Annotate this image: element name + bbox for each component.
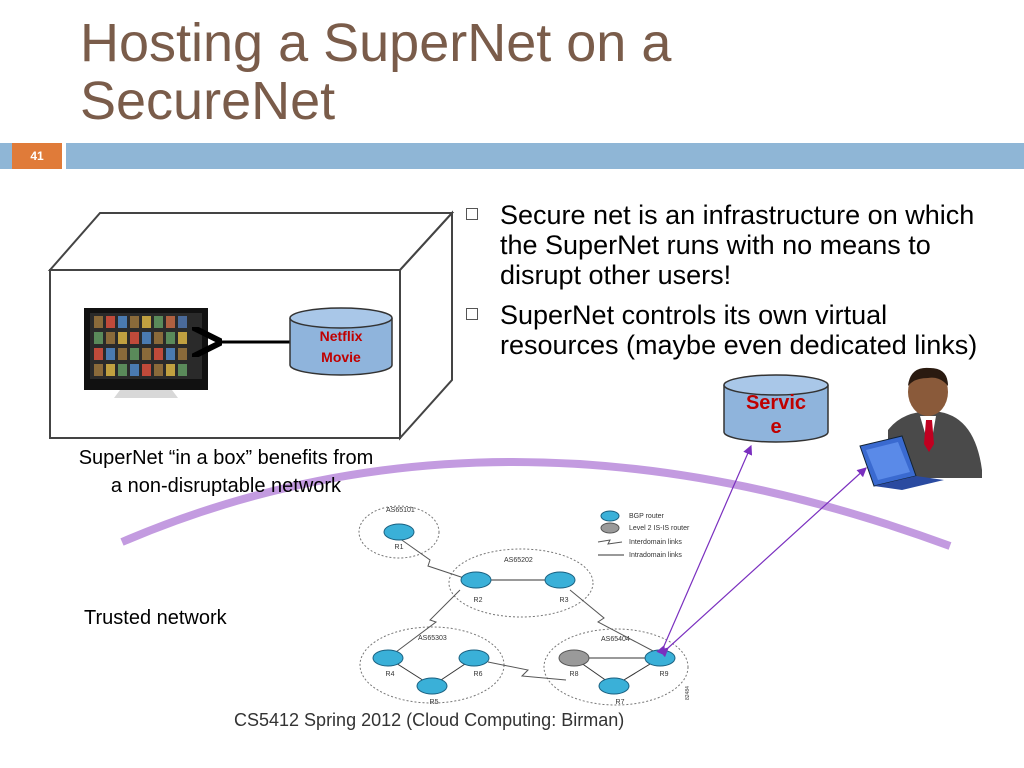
router-label: R8: [570, 671, 579, 678]
title-line-2: SecureNet: [80, 71, 336, 131]
router-icon: [460, 571, 492, 589]
router-label: R3: [560, 597, 569, 604]
title-line-1: Hosting a SuperNet on a: [80, 13, 672, 73]
box-caption: SuperNet “in a box” benefits from a non-…: [36, 444, 416, 500]
legend-label: Level 2 IS-IS router: [629, 525, 690, 532]
as-label: AS65303: [418, 635, 447, 642]
netflix-cylinder: Netflix Movie: [289, 307, 393, 376]
bullet-item: Secure net is an infrastructure on which…: [466, 200, 1006, 290]
legend-label: BGP router: [629, 513, 665, 520]
network-diagram: AS65101 AS65202 AS65303 AS65404: [358, 505, 691, 706]
legend-interdomain-icon: [597, 539, 623, 545]
service-cylinder: Servic e: [723, 374, 829, 443]
box-top-face: [47, 212, 455, 271]
box-caption-line-1: SuperNet “in a box” benefits from: [78, 447, 374, 469]
figure-id: 82484: [685, 686, 691, 700]
box-caption-line-2: a non-disruptable network: [110, 475, 342, 497]
netflix-label-2: Movie: [321, 349, 361, 365]
router-label: R7: [616, 699, 625, 706]
as-zone: [358, 505, 440, 559]
bullet-text: Secure net is an infrastructure on which…: [500, 200, 975, 290]
legend-label: Intradomain links: [629, 552, 682, 559]
bullet-item: SuperNet controls its own virtual resour…: [466, 300, 1006, 360]
bullet-marker-icon: [466, 208, 478, 220]
network-legend: BGP router Level 2 IS-IS router Interdom…: [597, 510, 690, 559]
router-icon: [458, 649, 490, 667]
router-label: R9: [660, 671, 669, 678]
router-label: R6: [474, 671, 483, 678]
isis-router-icon: [558, 649, 590, 667]
router-icon: [644, 649, 676, 667]
bullet-text: SuperNet controls its own virtual resour…: [500, 300, 978, 360]
as-zone: [448, 548, 594, 618]
supernet-box: [47, 210, 455, 441]
legend-label: Interdomain links: [629, 539, 682, 546]
user-link-arrow: [658, 467, 867, 658]
connector-arrows: [656, 444, 867, 658]
bullet-list: Secure net is an infrastructure on which…: [466, 200, 1006, 370]
router-icon: [544, 571, 576, 589]
router-label: R2: [474, 597, 483, 604]
box-front-face: [49, 269, 401, 439]
trusted-network-label: Trusted network: [84, 607, 227, 629]
user-with-laptop-icon: [859, 367, 982, 490]
tv-icon: [84, 308, 208, 398]
netflix-label-1: Netflix: [320, 328, 363, 344]
as-zone: [543, 628, 689, 706]
service-label-2: e: [770, 416, 781, 438]
router-icon: [598, 677, 630, 695]
as-label: AS65101: [386, 507, 415, 514]
router-icon: [372, 649, 404, 667]
box-side-face: [399, 210, 453, 441]
footer-text: CS5412 Spring 2012 (Cloud Computing: Bir…: [234, 710, 625, 730]
router-label: R4: [386, 671, 395, 678]
header-bar-left: [0, 143, 12, 169]
bullet-marker-icon: [466, 308, 478, 320]
legend-bgp-icon: [600, 510, 620, 522]
router-label: R1: [395, 544, 404, 551]
as-label: AS65404: [601, 636, 630, 643]
service-label-1: Servic: [746, 392, 806, 414]
slide-number: 41: [12, 143, 62, 169]
legend-isis-icon: [600, 522, 620, 534]
router-icon: [416, 677, 448, 695]
header-bar-right: [66, 143, 1024, 169]
router-label: R5: [430, 699, 439, 706]
as-label: AS65202: [504, 557, 533, 564]
router-icon: [383, 523, 415, 541]
slide-title: Hosting a SuperNet on a SecureNet: [80, 14, 980, 130]
